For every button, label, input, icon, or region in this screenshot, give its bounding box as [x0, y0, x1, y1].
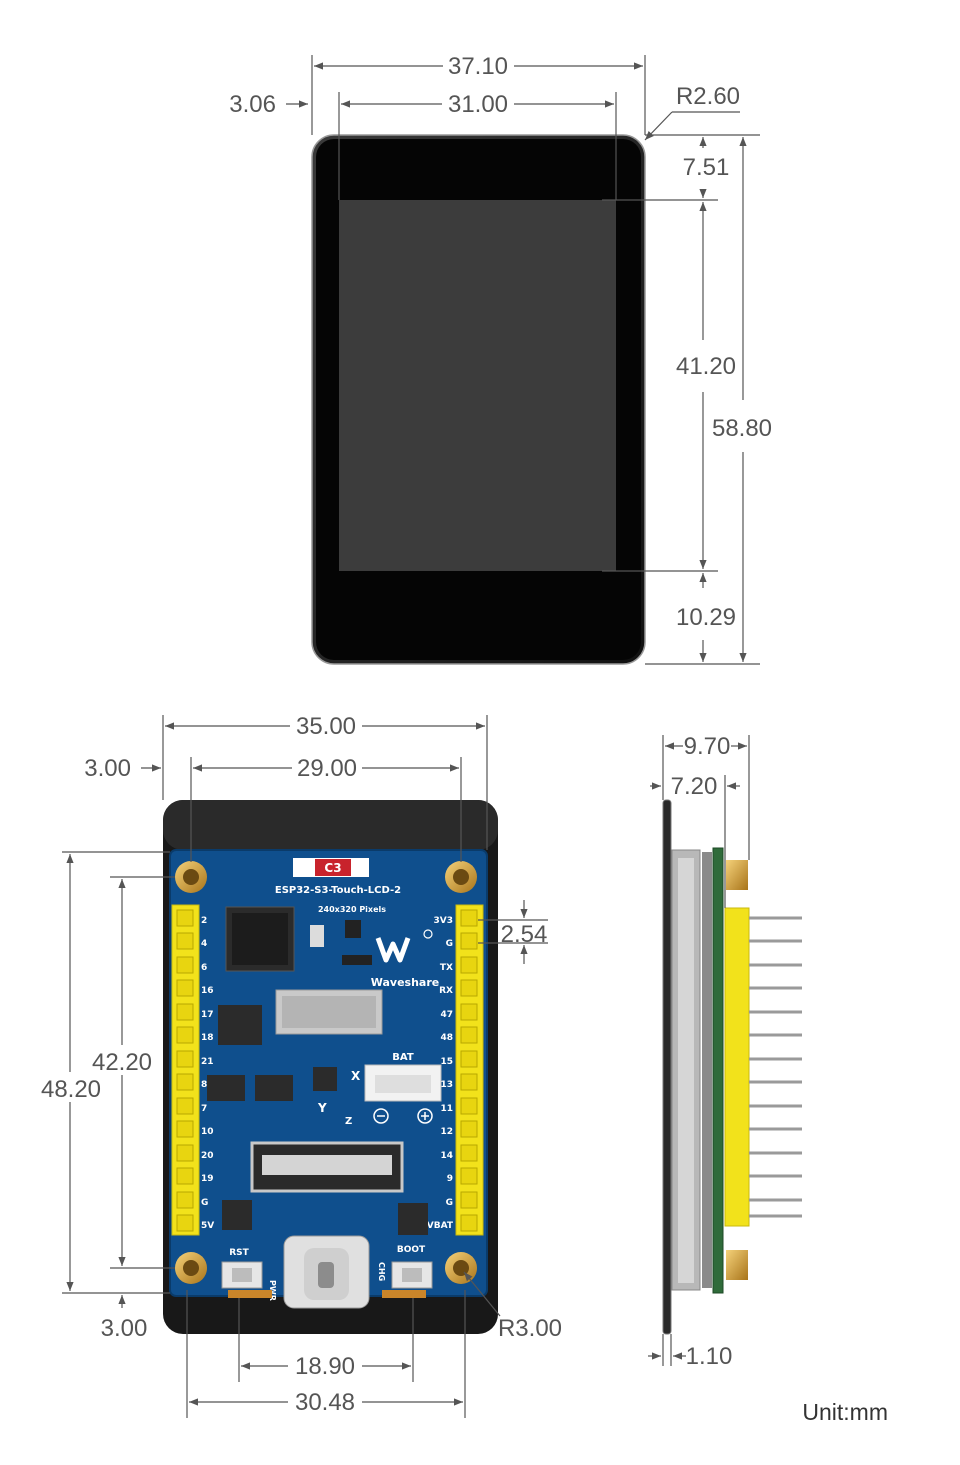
right-pin-header [455, 904, 484, 1236]
svg-text:48: 48 [440, 1033, 453, 1043]
svg-text:19: 19 [201, 1174, 214, 1184]
left-header-pins [176, 909, 194, 1232]
side-view: 9.70 7.20 1.10 [648, 733, 802, 1370]
svg-text:G: G [446, 939, 453, 949]
dim-front-bottom-offset: 10.29 [676, 604, 736, 631]
svg-text:21: 21 [201, 1057, 214, 1067]
svg-text:10: 10 [201, 1127, 214, 1137]
dim-front-width-screen: 31.00 [448, 91, 508, 118]
svg-text:7: 7 [201, 1104, 207, 1114]
psram-chip [218, 1005, 262, 1045]
dim-side-glass: 1.10 [686, 1343, 733, 1370]
dim-back-width-total: 35.00 [296, 713, 356, 740]
front-view: 37.10 31.00 3.06 R2.60 7.51 41.20 58.80 [229, 53, 772, 665]
svg-text:17: 17 [201, 1010, 214, 1020]
front-screen-area [339, 200, 616, 571]
svg-text:G: G [446, 1198, 453, 1208]
side-header [724, 907, 750, 1227]
plus-icon [417, 1108, 433, 1124]
dim-front-top-offset: 7.51 [683, 154, 730, 181]
board-resolution: 240x320 Pixels [318, 905, 386, 914]
c3-badge: C3 [324, 861, 341, 875]
svg-text:9: 9 [447, 1174, 453, 1184]
dim-front-width-total: 37.10 [448, 53, 508, 80]
side-glass [662, 799, 672, 1335]
svg-text:RX: RX [439, 986, 453, 996]
svg-text:8: 8 [201, 1080, 207, 1090]
brand-label: Waveshare [371, 976, 439, 989]
dim-side-thickness-board: 7.20 [671, 773, 718, 800]
svg-text:18: 18 [201, 1033, 214, 1043]
dim-front-corner-radius: R2.60 [676, 83, 740, 110]
imu-chip [313, 1067, 337, 1091]
board-name: ESP32-S3-Touch-LCD-2 [275, 885, 401, 896]
svg-text:5V: 5V [201, 1221, 214, 1231]
dim-back-hole-radius: R3.00 [498, 1315, 562, 1342]
svg-text:16: 16 [201, 986, 214, 996]
dim-front-left-offset: 3.06 [229, 91, 276, 118]
dim-back-pin-pitch: 2.54 [501, 921, 548, 948]
svg-text:TX: TX [440, 963, 453, 973]
dim-back-inner-span: 18.90 [295, 1353, 355, 1380]
side-pins [749, 916, 802, 1218]
dim-back-total-height: 48.20 [41, 1076, 101, 1103]
svg-text:20: 20 [201, 1151, 214, 1161]
svg-text:2: 2 [201, 916, 207, 926]
right-pin-labels: 3V3 G TX RX 47 48 15 13 11 12 14 9 G VBA… [427, 916, 454, 1231]
chg-label: CHG [377, 1262, 386, 1281]
svg-text:12: 12 [440, 1127, 453, 1137]
units-label: Unit:mm [802, 1399, 888, 1425]
svg-text:15: 15 [440, 1057, 453, 1067]
svg-text:Z: Z [345, 1116, 352, 1127]
right-header-pins [460, 909, 478, 1232]
dim-side-thickness-total: 9.70 [684, 733, 731, 760]
dim-front-total-height: 58.80 [712, 415, 772, 442]
bat-label: BAT [392, 1052, 414, 1063]
rst-label: RST [229, 1248, 249, 1258]
side-pcb [712, 847, 724, 1294]
svg-text:11: 11 [440, 1104, 453, 1114]
svg-text:4: 4 [201, 939, 207, 949]
left-pin-header [171, 904, 200, 1236]
svg-text:G: G [201, 1198, 208, 1208]
svg-text:3V3: 3V3 [434, 916, 454, 926]
dim-back-bottom-offset: 3.00 [101, 1315, 148, 1342]
dim-back-left-offset: 3.00 [84, 755, 131, 782]
waveshare-logo-icon [375, 929, 433, 963]
pwr-label: PWR [268, 1280, 277, 1301]
dim-front-screen-height: 41.20 [676, 353, 736, 380]
back-view: 2 4 6 16 17 18 21 8 7 10 20 19 G 5V 3V3 … [41, 713, 562, 1418]
svg-text:6: 6 [201, 963, 207, 973]
dim-back-hole-spacing-x: 29.00 [297, 755, 357, 782]
minus-icon [373, 1108, 389, 1124]
svg-text:VBAT: VBAT [427, 1221, 454, 1231]
svg-text:47: 47 [440, 1010, 453, 1020]
svg-text:13: 13 [440, 1080, 453, 1090]
dim-back-header-span: 30.48 [295, 1389, 355, 1416]
svg-text:Y: Y [317, 1101, 327, 1115]
svg-text:X: X [351, 1069, 361, 1083]
svg-text:14: 14 [440, 1151, 453, 1161]
boot-label: BOOT [397, 1245, 426, 1255]
left-pin-labels: 2 4 6 16 17 18 21 8 7 10 20 19 G 5V [201, 916, 214, 1231]
dim-back-hole-spacing-y: 42.20 [92, 1049, 152, 1076]
